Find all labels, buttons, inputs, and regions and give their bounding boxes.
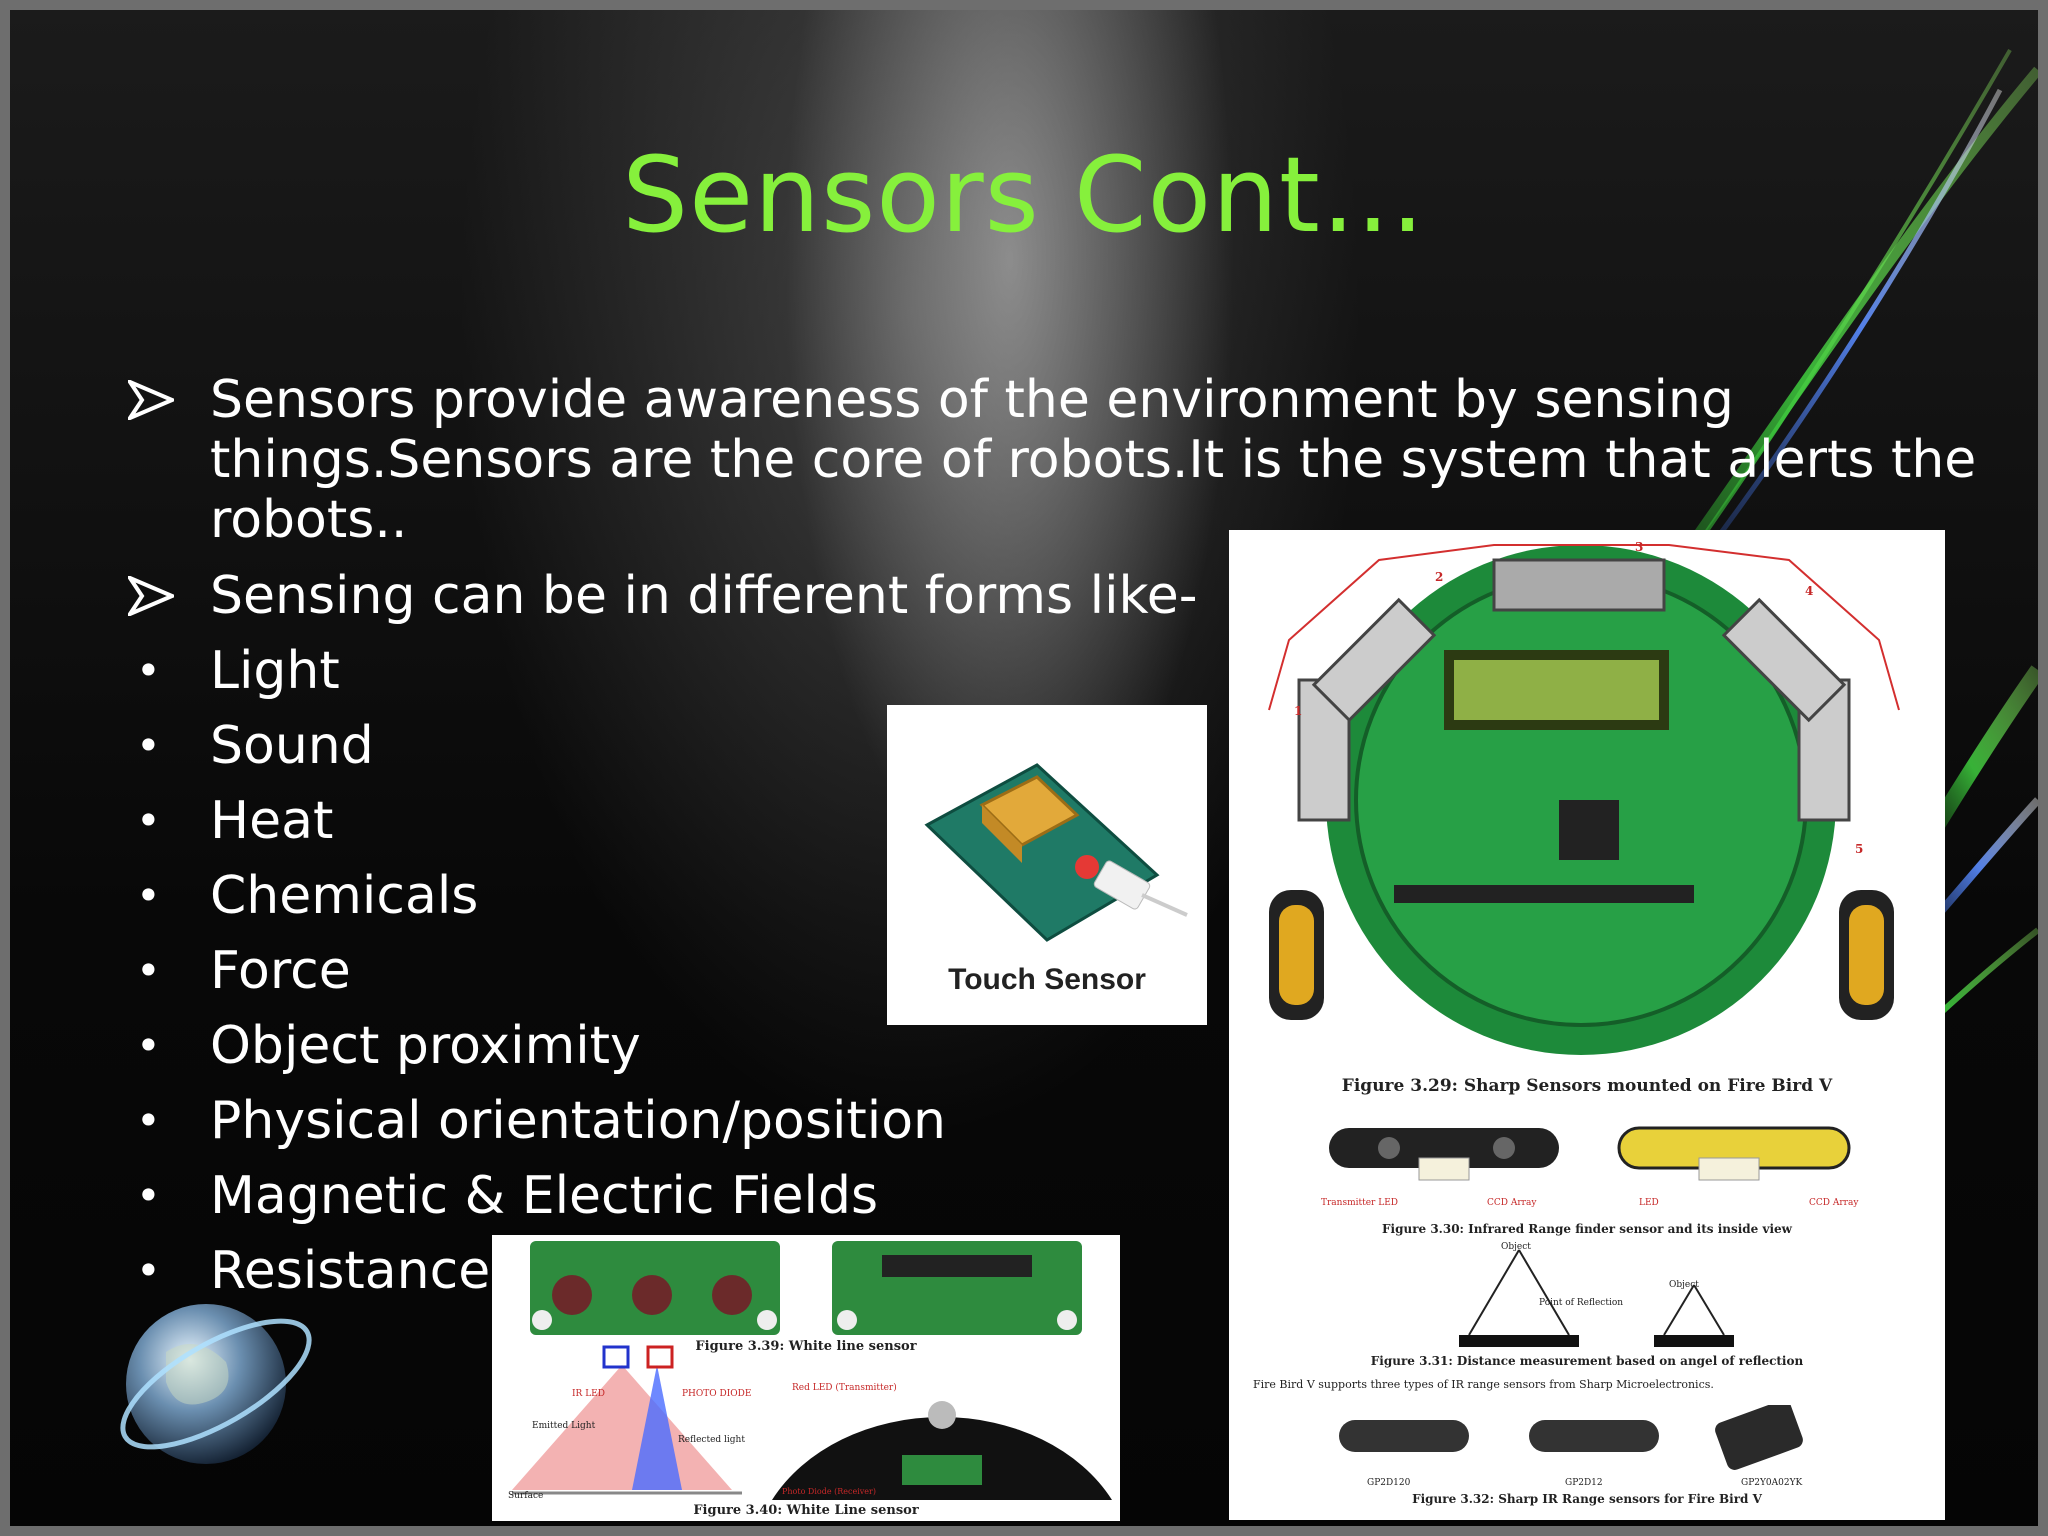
mount-number: 2 (1435, 570, 1444, 584)
led-label: LED (1639, 1198, 1659, 1208)
touch-sensor-label: Touch Sensor (948, 963, 1146, 996)
dot-bullet-icon: • (136, 796, 161, 845)
transmitter-led-label: Transmitter LED (1321, 1198, 1398, 1208)
bullet-text-line: Chemicals (210, 866, 479, 926)
reflected-light-label: Reflected light (678, 1435, 745, 1445)
figure-3-32-caption: Figure 3.32: Sharp IR Range sensors for … (1412, 1492, 1762, 1506)
dot-bullet-icon: • (136, 646, 161, 695)
ccd-array-label: CCD Array (1809, 1198, 1859, 1208)
line-sensor-caption-top: Figure 3.39: White line sensor (695, 1339, 917, 1354)
line-sensor-caption-bottom: Figure 3.40: White Line sensor (693, 1503, 919, 1518)
dot-bullet-icon: • (136, 1171, 161, 1220)
dot-bullet-icon: • (136, 871, 161, 920)
gp2y0a02yk-label: GP2Y0A02YK (1741, 1478, 1803, 1488)
figure-3-30-caption: Figure 3.30: Infrared Range finder senso… (1382, 1222, 1792, 1236)
bullet-text-line: Light (210, 641, 340, 701)
surface-label: Surface (508, 1491, 544, 1501)
fire-bird-v-image: 1 2 3 4 5 Figure 3.29: Sharp Sensors mou… (1229, 530, 1945, 1520)
mount-number: 5 (1855, 842, 1864, 856)
bullet-text-line: Sound (210, 716, 374, 776)
figure-3-31-caption: Figure 3.31: Distance measurement based … (1370, 1354, 1804, 1368)
ir-led-label: IR LED (572, 1389, 605, 1399)
fire-bird-description: Fire Bird V supports three types of IR r… (1253, 1378, 1714, 1391)
emitted-light-label: Emitted Light (532, 1421, 596, 1431)
arrow-bullet-icon (128, 370, 188, 420)
bullet-text-line: Resistance (210, 1241, 491, 1301)
mount-number: 3 (1635, 540, 1644, 554)
gp2d120-label: GP2D120 (1367, 1478, 1411, 1488)
bullet-text-line: Sensors provide awareness of the environ… (210, 370, 1734, 430)
dot-bullet-icon: • (136, 1096, 161, 1145)
reflection-angle-diagram (1459, 1249, 1734, 1347)
bullet-text-line: Physical orientation/position (210, 1091, 946, 1151)
slide-title: Sensors Cont… (622, 134, 1426, 256)
dot-bullet-icon: • (136, 946, 161, 995)
object-label: Object (1501, 1242, 1531, 1252)
photo-diode-label: PHOTO DIODE (682, 1389, 752, 1399)
dot-bullet-icon: • (136, 1021, 161, 1070)
bullet-text-line: robots.. (210, 490, 408, 550)
bullet-text-line: Force (210, 941, 351, 1001)
bullet-text-line: Object proximity (210, 1016, 641, 1076)
touch-sensor-board-icon (924, 763, 1188, 942)
figure-3-29-caption: Figure 3.29: Sharp Sensors mounted on Fi… (1341, 1076, 1833, 1096)
sharp-ir-sensors-figure (1339, 1405, 1803, 1470)
photo-diode-receiver-label: Photo Diode (Receiver) (782, 1487, 876, 1496)
white-line-sensor-image: Figure 3.39: White line sensor Figure 3.… (492, 1235, 1120, 1521)
globe-icon (120, 1304, 312, 1464)
dot-bullet-icon: • (136, 1246, 161, 1295)
touch-sensor-image: Touch Sensor (887, 705, 1207, 1025)
bullet-text-line: Sensing can be in different forms like- (210, 566, 1198, 626)
bullet-text-line: things.Sensors are the core of robots.It… (210, 430, 1977, 490)
bullet-text-line: Heat (210, 791, 334, 851)
arrow-bullet-icon (128, 566, 188, 616)
ir-range-finder-sensors-figure (1329, 1126, 1851, 1181)
red-led-label: Red LED (Transmitter) (792, 1383, 897, 1393)
dot-bullet-icon: • (136, 721, 161, 770)
object-label: Object (1669, 1280, 1699, 1290)
mount-number: 1 (1294, 704, 1303, 718)
white-line-sensor-figure (512, 1241, 1112, 1500)
point-of-reflection-label: Point of Reflection (1539, 1298, 1624, 1308)
gp2d12-label: GP2D12 (1565, 1478, 1603, 1488)
mount-number: 4 (1805, 584, 1814, 598)
fire-bird-robot-figure (1268, 544, 1900, 1055)
ccd-array-label: CCD Array (1487, 1198, 1537, 1208)
slide: Sensors Cont… Sensors provide awareness … (10, 10, 2038, 1526)
bullet-text-line: Magnetic & Electric Fields (210, 1166, 879, 1226)
